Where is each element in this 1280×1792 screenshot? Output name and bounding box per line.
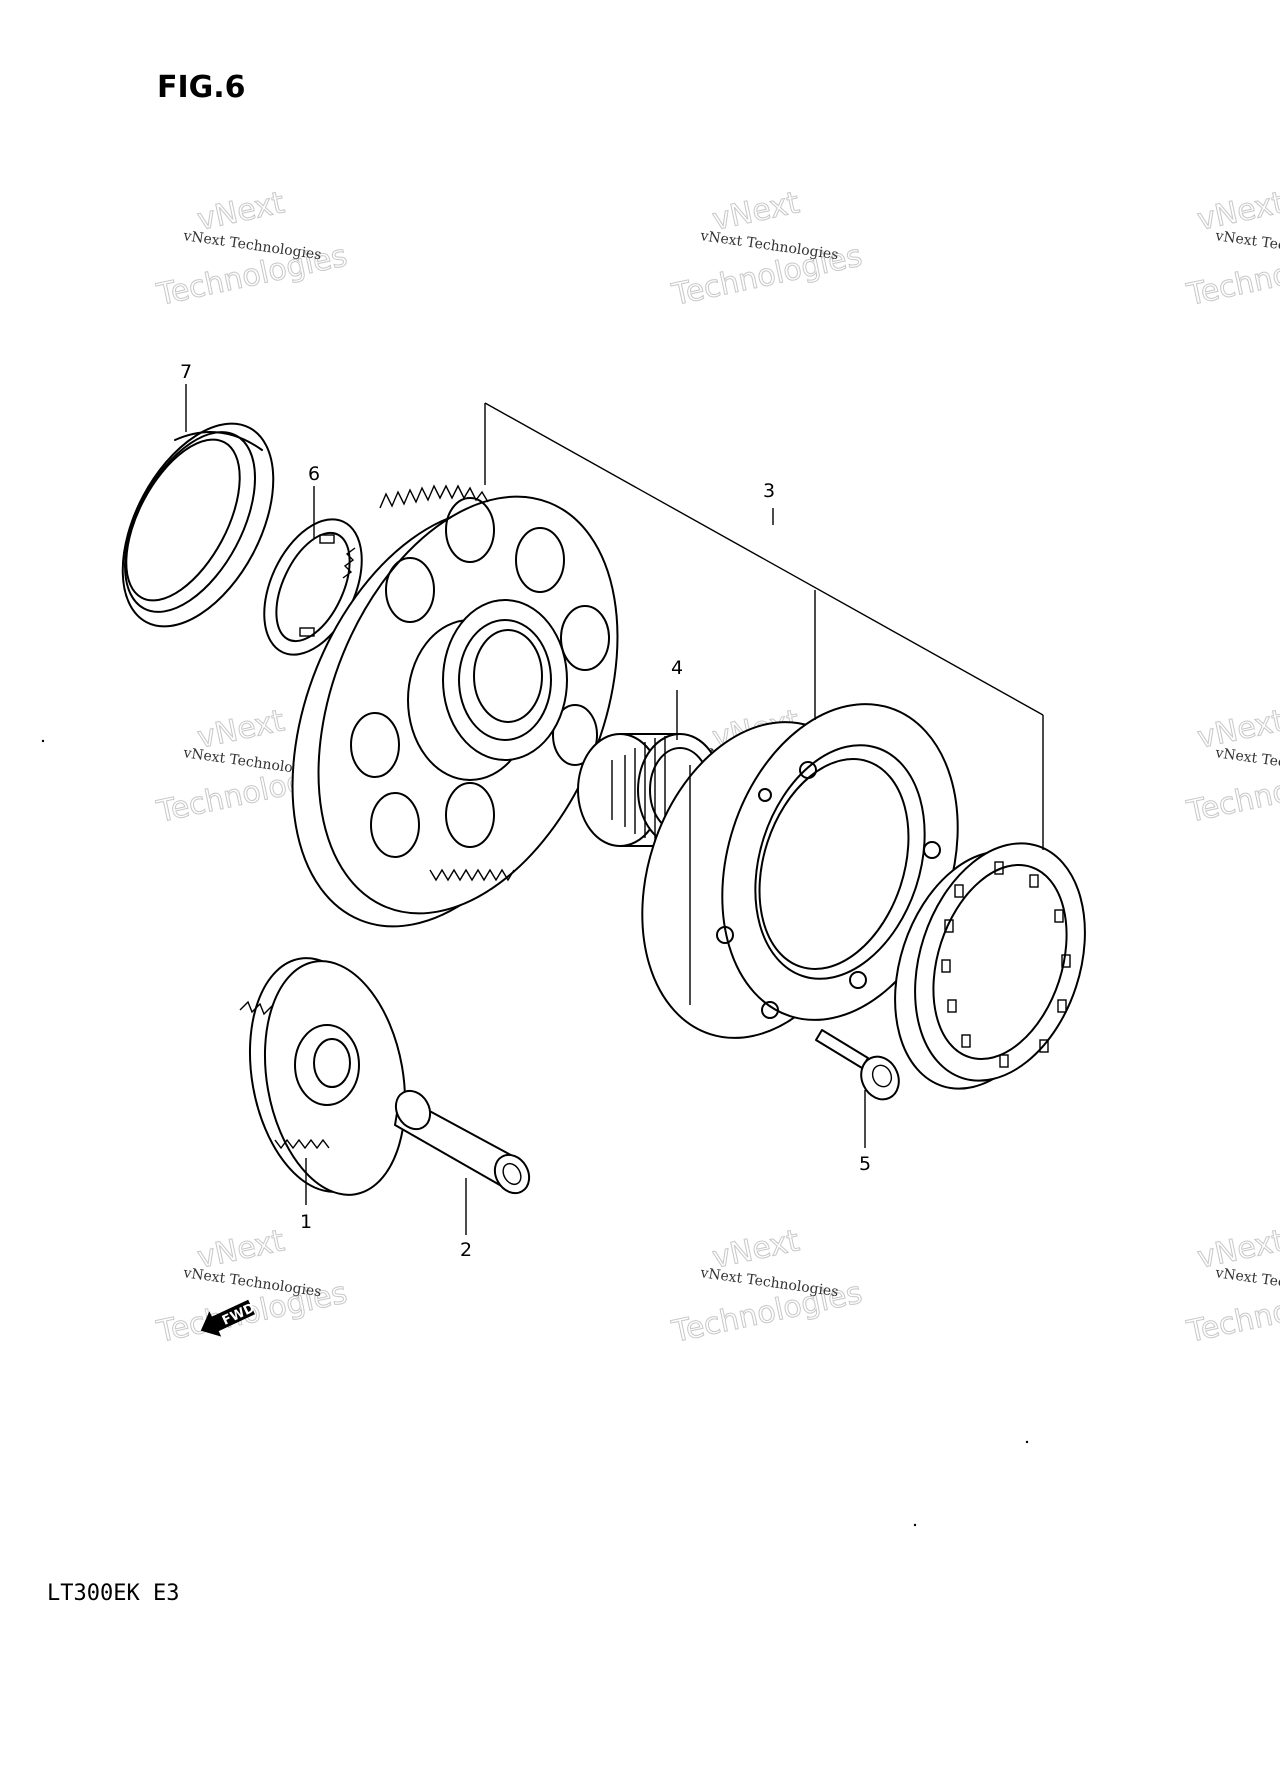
model-code: LT300EK E3	[47, 1581, 179, 1606]
part-1-idle-gear	[239, 957, 407, 1196]
callout-4: 4	[671, 657, 683, 679]
callout-6: 6	[308, 463, 320, 485]
speck	[41, 739, 45, 743]
svg-text:vNext Technologies: vNext Technologies	[1213, 228, 1280, 263]
speck	[1025, 1440, 1029, 1444]
svg-text:vNext Technologies: vNext Technologies	[1213, 745, 1280, 780]
callout-5: 5	[859, 1153, 871, 1175]
watermark-top-right: vNext Technologies vNext Technologies	[1183, 185, 1280, 314]
svg-text:vNext: vNext	[194, 185, 287, 238]
callout-2: 2	[460, 1239, 472, 1261]
watermark-bottom-center: vNext Technologies vNext Technologies	[668, 1223, 866, 1351]
figure-title: FIG.6	[157, 70, 246, 105]
watermark-top-center: vNext Technologies vNext Technologies	[668, 185, 866, 314]
watermark-top-left: vNext Technologies vNext Technologies	[153, 185, 351, 314]
part-7-ring	[121, 422, 275, 628]
speck	[913, 1523, 917, 1527]
watermark-bottom-right: vNext Technologies vNext Technologies	[1183, 1223, 1280, 1351]
watermark-bottom-left: vNext Technologies vNext Technologies	[153, 1223, 351, 1351]
svg-text:vNext Technologies: vNext Technologies	[1213, 1265, 1280, 1300]
part-3-clutch-housing	[641, 703, 959, 1039]
watermark-mid-right: vNext Technologies vNext Technologies	[1183, 703, 1280, 831]
svg-text:vNext: vNext	[709, 185, 802, 238]
part-3-starter-driven-gear	[291, 484, 619, 928]
callout-7: 7	[180, 361, 192, 383]
svg-text:vNext: vNext	[1194, 185, 1280, 238]
callout-3: 3	[763, 480, 775, 502]
callout-1: 1	[300, 1211, 312, 1233]
part-2-shaft	[394, 1089, 531, 1195]
part-3-one-way-clutch	[894, 842, 1086, 1090]
assembly-bracket-3	[484, 402, 1044, 850]
part-5-bolt	[815, 1029, 900, 1101]
